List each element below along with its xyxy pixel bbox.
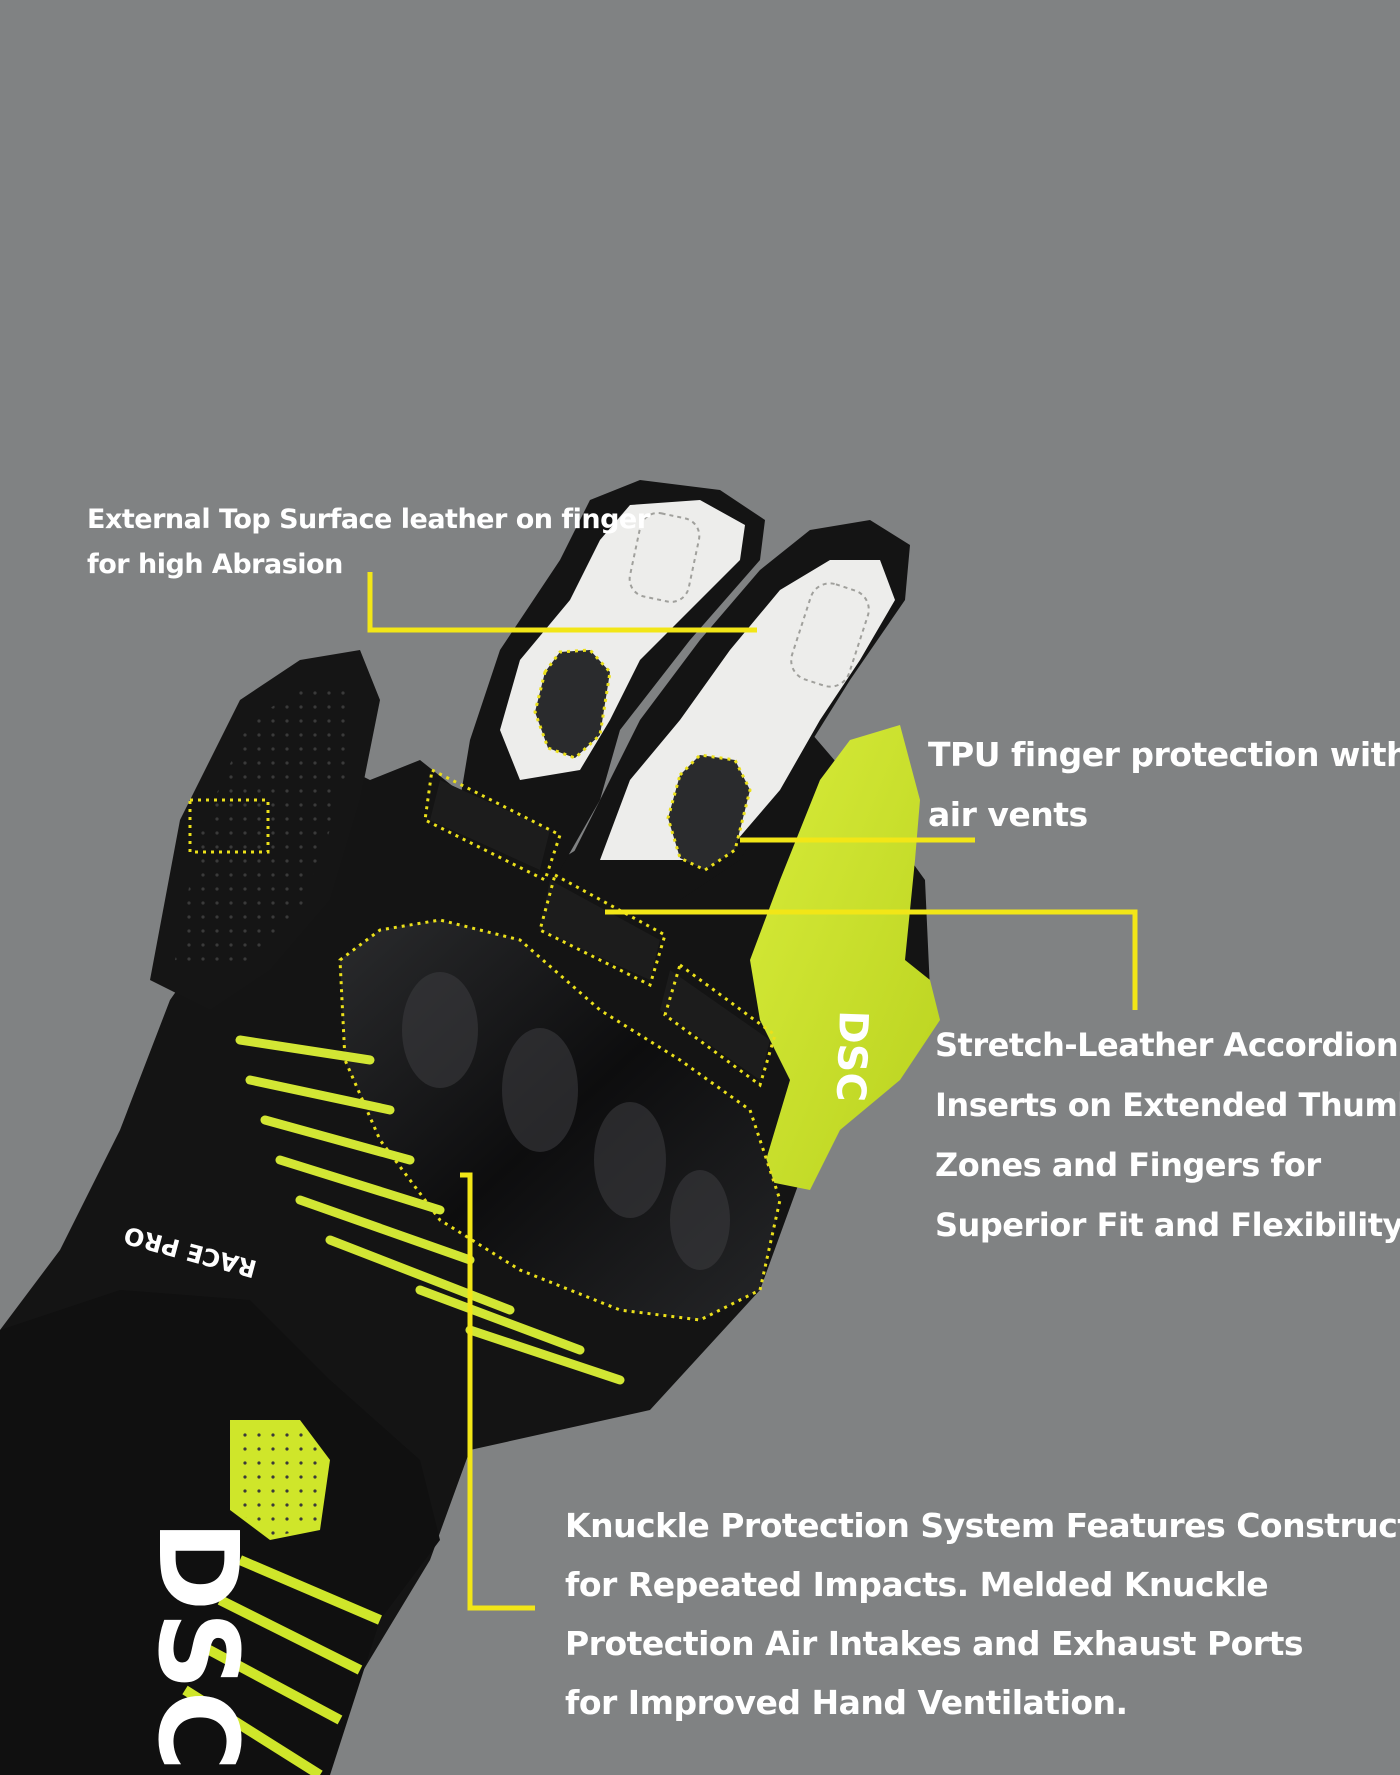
- annotation-knuckle-line-3: Protection Air Intakes and Exhaust Ports: [565, 1624, 1304, 1663]
- annotation-knuckle-line-1: Knuckle Protection System Features Const…: [565, 1506, 1400, 1545]
- annotation-top-surface: External Top Surface leather on finger f…: [87, 497, 650, 587]
- side-brand-logo: DSC: [827, 1010, 876, 1103]
- annotation-stretch-leather: Stretch-Leather Accordion Inserts on Ext…: [935, 1015, 1400, 1255]
- leader-lines: [367, 572, 1138, 1611]
- index-finger: [450, 480, 765, 870]
- knuckle-protector: [338, 918, 782, 1322]
- annotation-tpu-finger: TPU finger protection with air vents: [928, 725, 1400, 845]
- leader-line-knuckle: [460, 1172, 535, 1611]
- leader-line-top-surface: [367, 572, 757, 633]
- middle-finger: [560, 520, 910, 900]
- annotation-top-surface-line-1: External Top Surface leather on finger: [87, 504, 650, 535]
- annotation-stretch-line-3: Zones and Fingers for: [935, 1146, 1321, 1184]
- annotation-knuckle-line-2: for Repeated Impacts. Melded Knuckle: [565, 1565, 1269, 1604]
- annotation-stretch-line-2: Inserts on Extended Thumb: [935, 1086, 1400, 1124]
- cuff-brand-logo: DSC: [134, 1520, 262, 1771]
- leader-line-stretch: [605, 909, 1138, 1010]
- cuff: DSC RACE PRO: [0, 1221, 440, 1775]
- annotation-stretch-line-1: Stretch-Leather Accordion: [935, 1026, 1399, 1064]
- thumb: [150, 650, 380, 1010]
- annotation-tpu-line-2: air vents: [928, 795, 1088, 834]
- accordion-panels: [423, 767, 777, 1088]
- annotation-stretch-line-4: Superior Fit and Flexibility: [935, 1206, 1400, 1244]
- annotation-tpu-line-1: TPU finger protection with: [928, 735, 1400, 774]
- annotation-knuckle-line-4: for Improved Hand Ventilation.: [565, 1683, 1128, 1722]
- annotation-top-surface-line-2: for high Abrasion: [87, 549, 343, 580]
- yellow-stripes: [235, 1035, 625, 1385]
- annotation-knuckle: Knuckle Protection System Features Const…: [565, 1496, 1400, 1732]
